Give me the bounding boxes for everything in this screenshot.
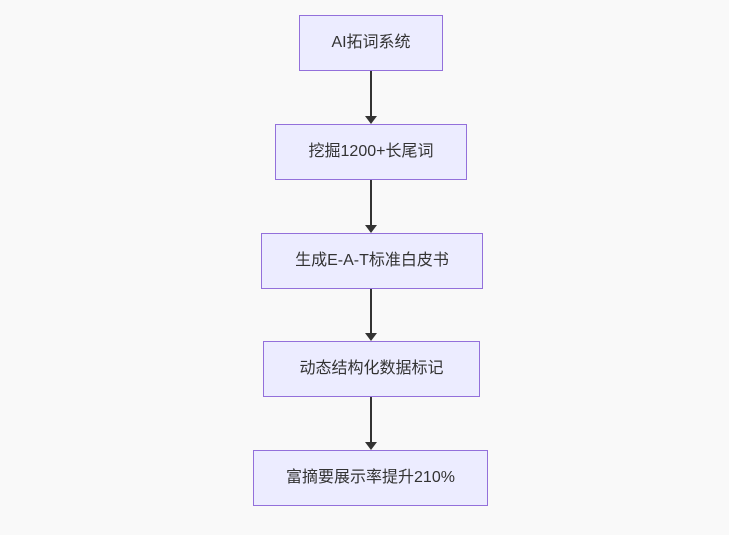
flow-node-4: 动态结构化数据标记 xyxy=(263,341,480,397)
edge-connector xyxy=(370,289,372,334)
edge-connector xyxy=(370,180,372,226)
arrowhead-down-icon xyxy=(365,333,377,341)
edge-connector xyxy=(370,397,372,443)
flow-node-label: 动态结构化数据标记 xyxy=(299,360,444,378)
flow-node-label: AI拓词系统 xyxy=(331,34,411,52)
flow-node-1: AI拓词系统 xyxy=(299,15,443,71)
flow-node-label: 挖掘1200+长尾词 xyxy=(308,143,434,161)
flow-node-3: 生成E-A-T标准白皮书 xyxy=(261,233,483,289)
flow-node-label: 生成E-A-T标准白皮书 xyxy=(295,252,449,270)
flow-node-2: 挖掘1200+长尾词 xyxy=(275,124,467,180)
edge-connector xyxy=(370,71,372,117)
arrowhead-down-icon xyxy=(365,225,377,233)
arrowhead-down-icon xyxy=(365,116,377,124)
arrowhead-down-icon xyxy=(365,442,377,450)
flow-node-5: 富摘要展示率提升210% xyxy=(253,450,488,506)
flow-node-label: 富摘要展示率提升210% xyxy=(286,469,455,487)
